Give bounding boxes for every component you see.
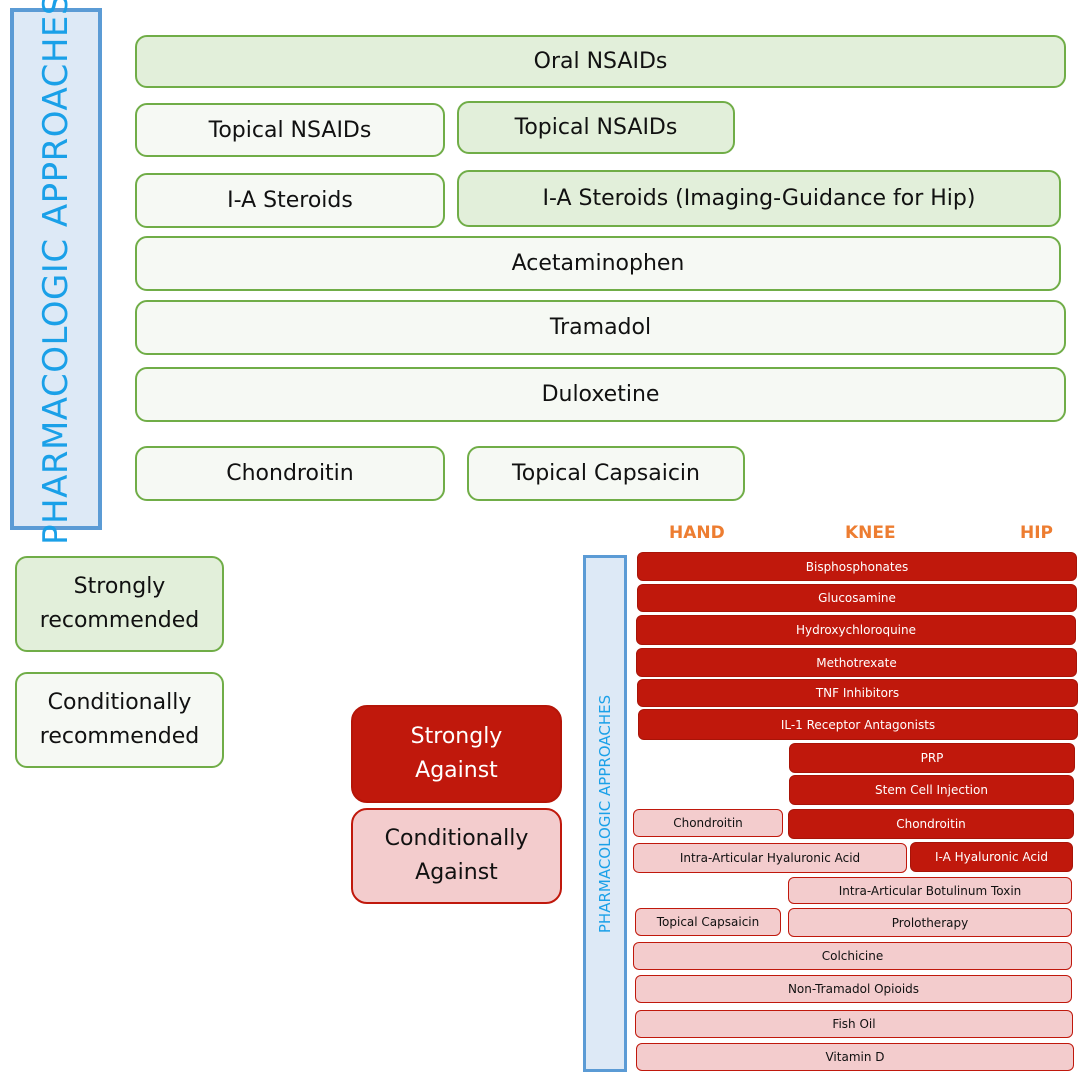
- box-label: Non-Tramadol Opioids: [787, 982, 920, 996]
- against-chondroitin-hand: Chondroitin: [633, 809, 783, 837]
- legend-line: Conditionally: [47, 690, 192, 715]
- legend-line: Conditionally: [384, 826, 529, 851]
- box-label: Methotrexate: [816, 655, 897, 670]
- rec-ia-steroids-hand: I-A Steroids: [135, 173, 445, 228]
- against-ia-botulinum-toxin: Intra-Articular Botulinum Toxin: [788, 877, 1072, 904]
- side-label-text: PHARMACOLOGIC APPROACHES: [596, 694, 614, 933]
- box-label: Prolotherapy: [891, 915, 969, 930]
- against-topical-capsaicin: Topical Capsaicin: [635, 908, 781, 936]
- against-methotrexate: Methotrexate: [636, 648, 1077, 677]
- against-tnf-inhibitors: TNF Inhibitors: [637, 679, 1078, 707]
- box-label: Glucosamine: [818, 591, 896, 605]
- against-non-tramadol-opioids: Non-Tramadol Opioids: [635, 975, 1072, 1003]
- joint-header-hip: HIP: [1020, 523, 1054, 543]
- legend-line: Strongly: [410, 724, 503, 749]
- rec-oral-nsaids: Oral NSAIDs: [135, 35, 1066, 88]
- box-label: Stem Cell Injection: [875, 783, 988, 797]
- joint-header-knee: KNEE: [845, 523, 896, 543]
- box-label: Chondroitin: [896, 817, 966, 831]
- box-label: Vitamin D: [825, 1050, 885, 1064]
- rec-topical-nsaids-hand: Topical NSAIDs: [135, 103, 445, 157]
- box-label: I-A Hyaluronic Acid: [935, 850, 1048, 864]
- against-prolotherapy: Prolotherapy: [788, 908, 1072, 937]
- box-label: I-A Steroids (Imaging-Guidance for Hip): [542, 186, 976, 211]
- legend-line: recommended: [39, 724, 200, 749]
- legend-strongly-against: Strongly Against: [351, 705, 562, 803]
- box-label: IL-1 Receptor Antagonists: [780, 717, 936, 732]
- box-label: Bisphosphonates: [805, 559, 909, 574]
- box-label: Hydroxychloroquine: [795, 623, 917, 637]
- box-label: Tramadol: [549, 315, 652, 340]
- against-ia-hyaluronic-acid-hand-knee: Intra-Articular Hyaluronic Acid: [633, 843, 907, 873]
- rec-ia-steroids-knee-hip: I-A Steroids (Imaging-Guidance for Hip): [457, 170, 1061, 227]
- joint-header-hand: HAND: [669, 523, 725, 543]
- against-ia-hyaluronic-acid-hip: I-A Hyaluronic Acid: [910, 842, 1073, 872]
- against-il1-receptor-antagonists: IL-1 Receptor Antagonists: [638, 709, 1078, 740]
- side-label-text: PHARMACOLOGIC APPROACHES: [36, 0, 76, 545]
- box-label: PRP: [920, 751, 944, 765]
- legend-line: Strongly: [73, 574, 166, 599]
- pharmacologic-approaches-label-top: PHARMACOLOGIC APPROACHES: [10, 0, 102, 545]
- box-label: Intra-Articular Hyaluronic Acid: [679, 851, 861, 865]
- box-label: Topical NSAIDs: [514, 115, 678, 140]
- pharmacologic-approaches-label-bottom: PHARMACOLOGIC APPROACHES: [583, 555, 627, 1072]
- against-colchicine: Colchicine: [633, 942, 1072, 970]
- box-label: Oral NSAIDs: [533, 49, 668, 74]
- box-label: Chondroitin: [226, 461, 354, 486]
- against-hydroxychloroquine: Hydroxychloroquine: [636, 615, 1076, 645]
- against-chondroitin-knee-hip: Chondroitin: [788, 809, 1074, 839]
- against-fish-oil: Fish Oil: [635, 1010, 1073, 1038]
- rec-chondroitin: Chondroitin: [135, 446, 445, 501]
- box-label: I-A Steroids: [227, 188, 353, 213]
- against-stem-cell-injection: Stem Cell Injection: [789, 775, 1074, 805]
- against-vitamin-d: Vitamin D: [636, 1043, 1074, 1071]
- box-label: Chondroitin: [673, 816, 743, 830]
- against-prp: PRP: [789, 743, 1075, 773]
- legend-strongly-recommended: Strongly recommended: [15, 556, 224, 652]
- legend-conditionally-against: Conditionally Against: [351, 808, 562, 904]
- box-label: Colchicine: [821, 949, 884, 963]
- rec-topical-nsaids-knee: Topical NSAIDs: [457, 101, 735, 154]
- legend-line: Against: [415, 758, 498, 783]
- box-label: Topical Capsaicin: [656, 915, 760, 929]
- against-bisphosphonates: Bisphosphonates: [637, 552, 1077, 581]
- box-label: Topical NSAIDs: [208, 117, 372, 143]
- legend-line: Against: [415, 860, 498, 885]
- rec-duloxetine: Duloxetine: [135, 367, 1066, 422]
- legend-conditionally-recommended: Conditionally recommended: [15, 672, 224, 768]
- box-label: TNF Inhibitors: [815, 686, 900, 700]
- box-label: Fish Oil: [832, 1017, 876, 1031]
- box-label: Acetaminophen: [511, 251, 685, 276]
- rec-acetaminophen: Acetaminophen: [135, 236, 1061, 291]
- box-label: Duloxetine: [541, 382, 660, 407]
- rec-tramadol: Tramadol: [135, 300, 1066, 355]
- against-glucosamine: Glucosamine: [637, 584, 1077, 612]
- box-label: Topical Capsaicin: [512, 461, 700, 486]
- legend-line: recommended: [39, 608, 200, 633]
- rec-topical-capsaicin: Topical Capsaicin: [467, 446, 745, 501]
- box-label: Intra-Articular Botulinum Toxin: [838, 883, 1022, 898]
